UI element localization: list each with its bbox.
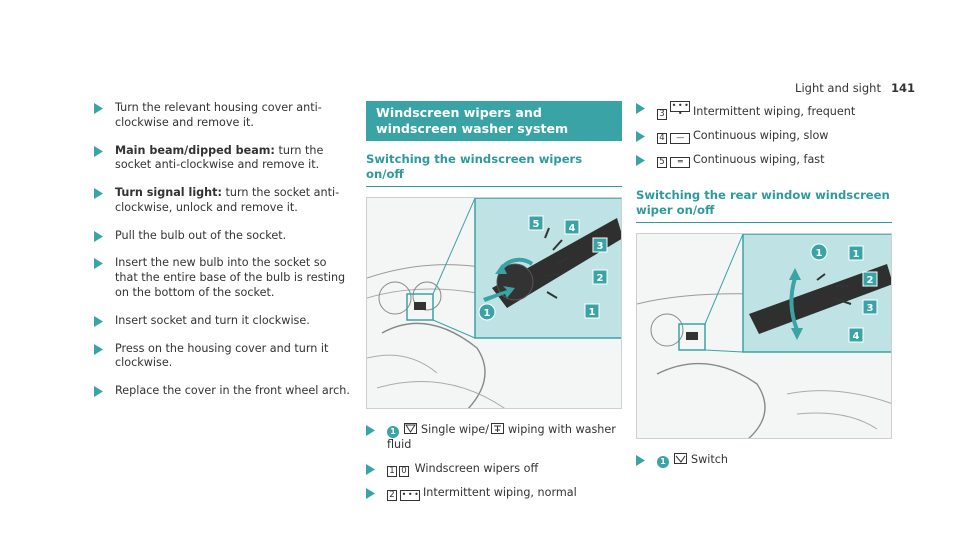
front-wiper-illustration: 5 4 3 2 1 1 xyxy=(366,197,622,410)
list-item: Insert the new bulb into the socket so t… xyxy=(94,256,352,300)
list-item: Pull the bulb out of the socket. xyxy=(94,229,352,244)
step-arrow-icon xyxy=(94,229,105,242)
step-text: Insert the new bulb into the socket so t… xyxy=(115,256,346,300)
step-text: turn the socket anti-clockwise and remov… xyxy=(115,143,324,172)
item-text: Windscreen wipers off xyxy=(414,461,539,475)
callout-4: 4 xyxy=(853,331,860,342)
item-text: wiping with washer fluid xyxy=(387,423,616,452)
step-arrow-icon xyxy=(636,153,647,166)
continuous-slow-icon: — xyxy=(670,133,690,144)
intermittent-frequent-icon: • • • • xyxy=(670,101,690,118)
step-text: Press on the housing cover and turn it c… xyxy=(115,341,329,370)
step-text: Turn the relevant housing cover anti-clo… xyxy=(115,101,322,129)
step-text: turn the socket anti-clockwise, unlock a… xyxy=(115,186,340,214)
list-item: 5═Continuous wiping, fast xyxy=(636,153,892,168)
column-bulb-replacement: Turn the relevant housing cover anti-clo… xyxy=(94,101,352,412)
callout-badge: 1 xyxy=(657,455,669,468)
step-arrow-icon xyxy=(636,453,647,466)
item-text: Switch xyxy=(691,452,728,466)
washer-fluid-icon xyxy=(490,423,504,435)
position-key: 4 xyxy=(657,133,667,144)
callout-1b: 1 xyxy=(853,249,860,260)
list-item: Press on the housing cover and turn it c… xyxy=(94,342,352,372)
rear-wiper-illustration: 1 1 2 3 4 xyxy=(636,232,892,439)
list-item: Main beam/dipped beam: turn the socket a… xyxy=(94,144,352,174)
list-item: 3• • • •Intermittent wiping, frequent xyxy=(636,101,892,120)
callout-5: 5 xyxy=(533,219,540,230)
list-item: Insert socket and turn it clockwise. xyxy=(94,314,352,329)
callout-2: 2 xyxy=(867,275,874,286)
wiper-positions-list-continued: 3• • • •Intermittent wiping, frequent 4—… xyxy=(636,101,892,168)
position-key: 2 xyxy=(387,489,397,501)
step-text: Insert socket and turn it clockwise. xyxy=(115,313,310,327)
step-arrow-icon xyxy=(94,144,105,157)
step-arrow-icon xyxy=(94,342,105,355)
step-bold-label: Turn signal light: xyxy=(115,186,222,200)
single-wipe-icon xyxy=(404,423,417,435)
list-item: Replace the cover in the front wheel arc… xyxy=(94,384,352,399)
callout-1: 1 xyxy=(816,248,823,259)
item-text: Single wipe/ xyxy=(421,423,489,437)
list-item: Turn the relevant housing cover anti-clo… xyxy=(94,101,352,131)
step-text: Replace the cover in the front wheel arc… xyxy=(115,384,350,398)
continuous-fast-icon: ═ xyxy=(670,157,690,168)
step-arrow-icon xyxy=(366,423,377,437)
callout-2: 2 xyxy=(597,273,604,284)
step-arrow-icon xyxy=(94,101,105,114)
callout-3: 3 xyxy=(867,303,874,314)
position-key: 5 xyxy=(657,157,667,168)
callout-1: 1 xyxy=(484,308,491,319)
position-key: 1 xyxy=(387,465,397,477)
position-key: 3 xyxy=(657,109,667,120)
callout-1b: 1 xyxy=(589,307,596,318)
callout-3: 3 xyxy=(597,241,604,252)
intermittent-normal-icon: • • • xyxy=(400,489,420,501)
section-title: Light and sight xyxy=(795,81,881,95)
step-bold-label: Main beam/dipped beam: xyxy=(115,143,275,157)
step-text: Pull the bulb out of the socket. xyxy=(115,228,287,242)
subheading: Switching the windscreen wipers on/off xyxy=(366,152,622,188)
step-arrow-icon xyxy=(94,314,105,327)
step-arrow-icon xyxy=(366,462,377,475)
step-arrow-icon xyxy=(366,486,377,499)
item-text: Intermittent wiping, frequent xyxy=(693,105,856,118)
rear-switch-list: 1 Switch xyxy=(636,452,892,468)
subheading: Switching the rear window windscreen wip… xyxy=(636,188,892,223)
item-text: Continuous wiping, fast xyxy=(693,153,825,166)
list-item: 1 Single wipe/wiping with washer fluid xyxy=(366,423,622,453)
list-item: 4—Continuous wiping, slow xyxy=(636,129,892,144)
list-item: Turn signal light: turn the socket anti-… xyxy=(94,186,352,216)
step-arrow-icon xyxy=(94,384,105,398)
step-arrow-icon xyxy=(636,101,647,114)
section-banner: Windscreen wipers and windscreen washer … xyxy=(366,101,622,142)
column-front-wipers: Windscreen wipers and windscreen washer … xyxy=(366,101,622,510)
list-item: 1 Switch xyxy=(636,452,892,468)
position-key: 0 xyxy=(399,465,409,477)
rear-wiper-icon xyxy=(674,452,687,464)
dashboard-wiper-lever-image: 5 4 3 2 1 1 xyxy=(367,198,621,409)
step-arrow-icon xyxy=(94,256,105,270)
step-arrow-icon xyxy=(636,129,647,142)
page-number: 141 xyxy=(890,81,915,95)
item-text: Intermittent wiping, normal xyxy=(423,485,577,499)
list-item: 2• • •Intermittent wiping, normal xyxy=(366,486,622,501)
column-rear-wipers: 3• • • •Intermittent wiping, frequent 4—… xyxy=(636,101,892,477)
page-header: Light and sight 141 xyxy=(795,81,915,96)
step-arrow-icon xyxy=(94,186,105,200)
item-text: Continuous wiping, slow xyxy=(693,129,829,142)
rear-wiper-lever-image: 1 1 2 3 4 xyxy=(637,233,891,438)
callout-4: 4 xyxy=(569,223,576,234)
callout-badge: 1 xyxy=(387,426,399,439)
